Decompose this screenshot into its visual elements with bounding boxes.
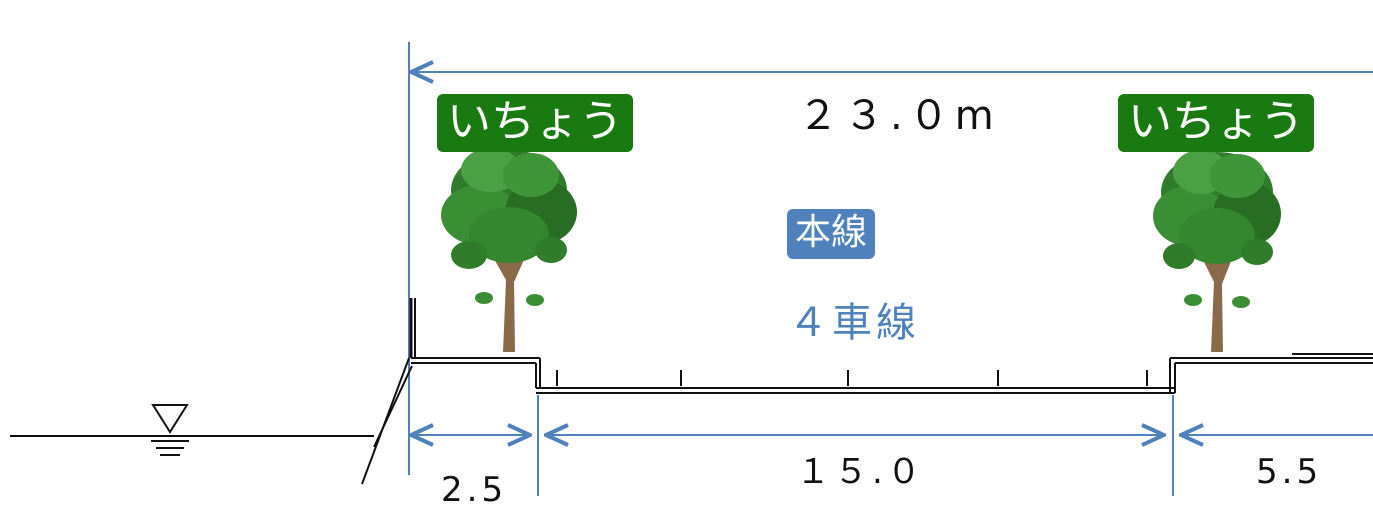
total-dimension-line [408,42,1373,475]
lower-dimension-lines [411,395,1373,496]
water-level-symbol [10,404,374,456]
lane-count-label: ４車線 [788,300,920,346]
left-sidewalk-width-label: 2.5 [441,470,508,510]
left-tree-illustration [441,148,577,352]
right-tree-illustration [1153,150,1281,352]
left-sidewalk [411,357,541,388]
right-sidewalk [1169,353,1373,393]
mainline-badge: 本線 [787,209,876,259]
carriageway [536,370,1175,394]
tree-species-label-right: いちょう [1118,94,1314,152]
right-sidewalk-width-label: 5.5 [1256,452,1323,492]
retaining-wall [361,298,416,485]
tree-species-label-left: いちょう [437,94,633,152]
carriageway-width-label: １５.０ [796,452,925,492]
total-width-label: ２３.０m [798,93,1000,139]
